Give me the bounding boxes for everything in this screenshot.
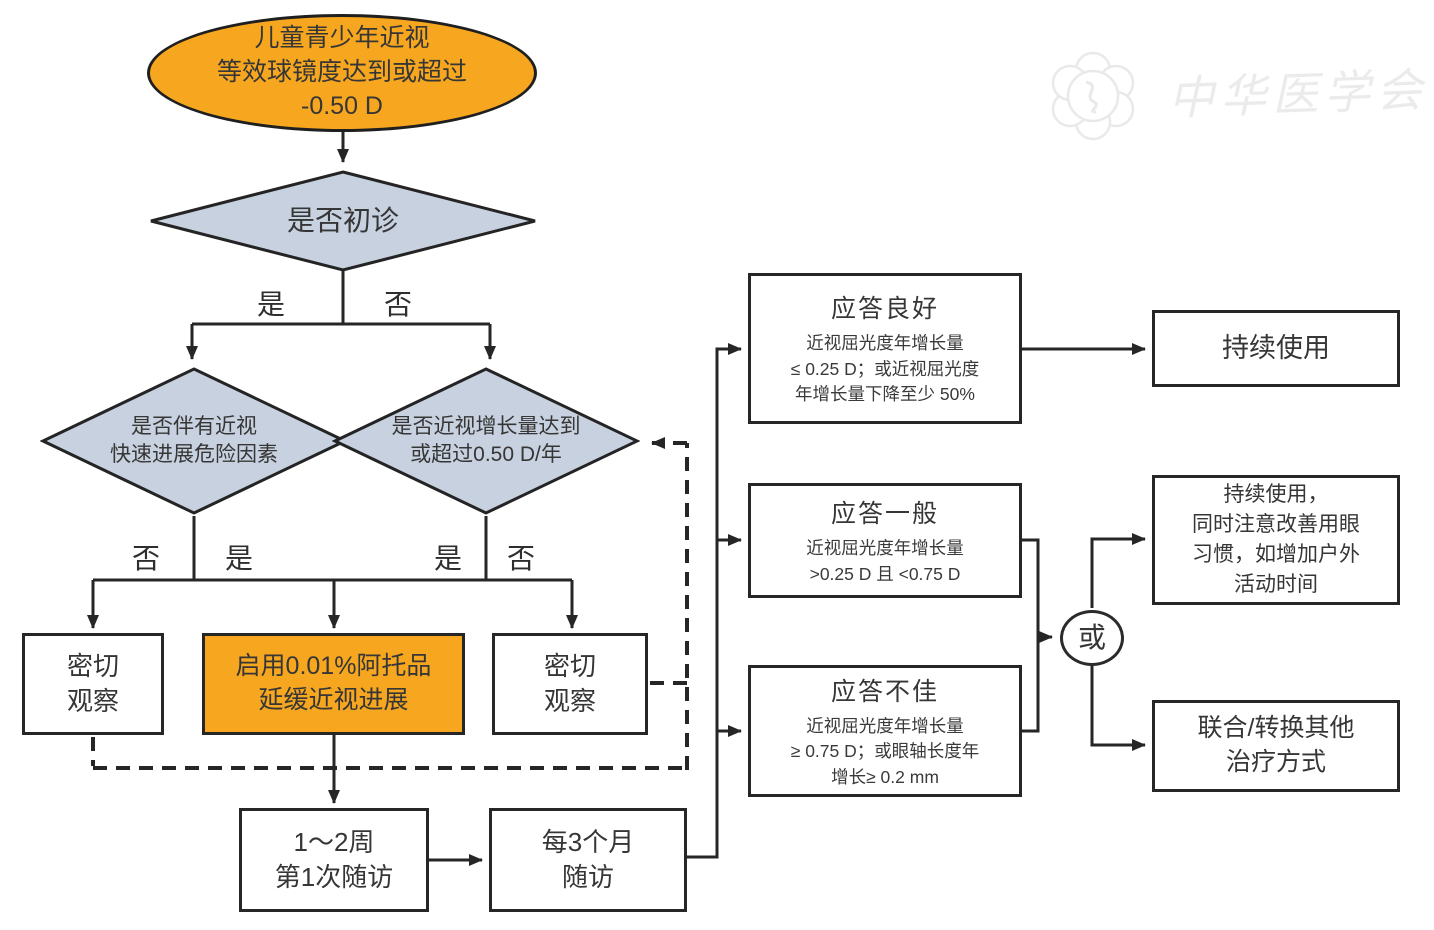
combine-switch-node: 联合/转换其他 治疗方式 — [1152, 700, 1400, 792]
response-poor-body: 近视屈光度年增长量 ≥ 0.75 D；或眼轴长度年 增长≥ 0.2 mm — [790, 715, 980, 787]
response-poor-node: 应答不佳 近视屈光度年增长量 ≥ 0.75 D；或眼轴长度年 增长≥ 0.2 m… — [748, 665, 1022, 797]
diamond-shape — [40, 367, 348, 515]
cma-flower-emblem-watermark — [1051, 51, 1135, 141]
response-moderate-body: 近视屈光度年增长量 >0.25 D 且 <0.75 D — [806, 538, 964, 584]
connector-firstvisit-split — [192, 270, 490, 326]
response-moderate-title: 应答一般 — [830, 500, 939, 529]
decision-progression: 是否近视增长量达到 或超过0.50 D/年 — [332, 366, 640, 516]
branch-label-prog-yes: 是 — [433, 543, 462, 574]
or-connector-node: 或 — [1060, 610, 1124, 666]
response-poor-title: 应答不佳 — [830, 677, 939, 706]
connector-resp-merge — [1022, 538, 1040, 733]
branch-label-first-visit-no: 否 — [383, 289, 412, 320]
connector-q3m-to-respgood — [687, 343, 742, 859]
continue-improve-node: 持续使用， 同时注意改善用眼 习惯，如增加户外 活动时间 — [1152, 475, 1400, 605]
connector-or-to-improve — [1090, 533, 1146, 608]
branch-label-risk-yes: 是 — [224, 543, 253, 574]
followup-q3m-node: 每3个月 随访 — [489, 808, 687, 912]
response-moderate-node: 应答一般 近视屈光度年增长量 >0.25 D 且 <0.75 D — [748, 483, 1022, 598]
followup-first-node: 1～2周 第1次随访 — [239, 808, 429, 912]
continue-use-node: 持续使用 — [1152, 310, 1400, 387]
response-good-node: 应答良好 近视屈光度年增长量 ≤ 0.25 D；或近视屈光度 年增长量下降至少 … — [748, 273, 1022, 424]
observe-right-node: 密切 观察 — [492, 633, 648, 735]
decision-risk-factors: 是否伴有近视 快速进展危险因素 — [40, 366, 348, 516]
branch-label-first-visit-yes: 是 — [256, 289, 285, 320]
diamond-shape — [332, 367, 640, 515]
branch-label-risk-no: 否 — [131, 543, 160, 574]
atropine-node: 启用0.01%阿托品 延缓近视进展 — [202, 633, 465, 735]
response-good-title: 应答良好 — [830, 295, 939, 324]
observe-left-node: 密切 观察 — [22, 633, 164, 735]
connector-or-to-combine — [1090, 666, 1146, 751]
response-good-body: 近视屈光度年增长量 ≤ 0.25 D；或近视屈光度 年增长量下降至少 50% — [790, 333, 980, 405]
diamond-shape — [150, 170, 536, 272]
decision-first-visit: 是否初诊 — [148, 170, 538, 272]
branch-label-prog-no: 否 — [506, 543, 535, 574]
start-node: 儿童青少年近视 等效球镜度达到或超过 -0.50 D — [147, 14, 537, 132]
